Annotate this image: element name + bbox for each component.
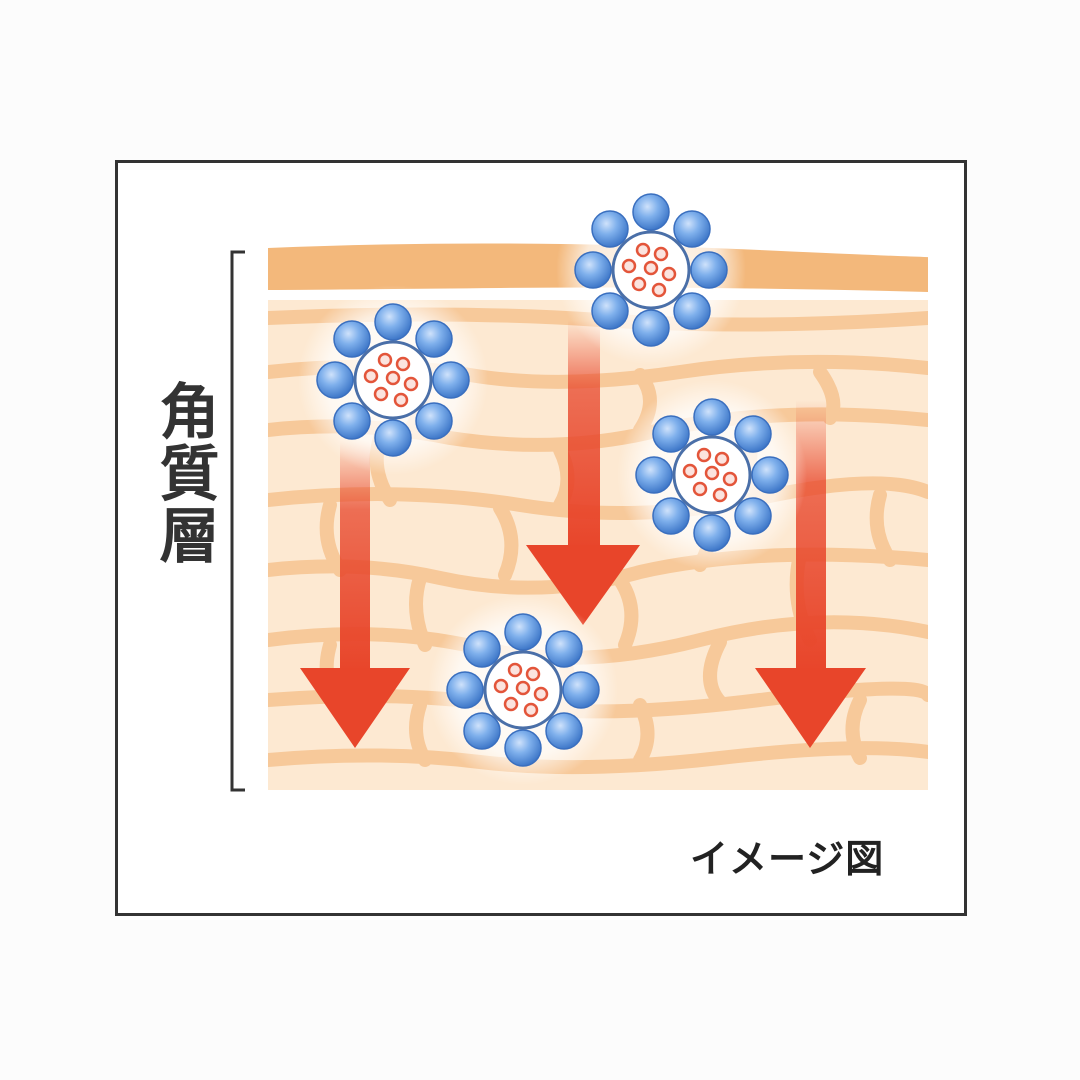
nano-capsule-icon: [428, 595, 618, 785]
down-arrow-icon: [526, 320, 640, 625]
layer-bracket: [230, 250, 245, 792]
nano-capsule-icon: [556, 175, 746, 365]
stratum-corneum-label: 角質層: [149, 380, 219, 566]
down-arrow-icon: [300, 440, 410, 748]
image-caption: イメージ図: [690, 837, 885, 881]
nano-capsule-icon: [298, 285, 488, 475]
nano-capsule-icon: [617, 380, 807, 570]
